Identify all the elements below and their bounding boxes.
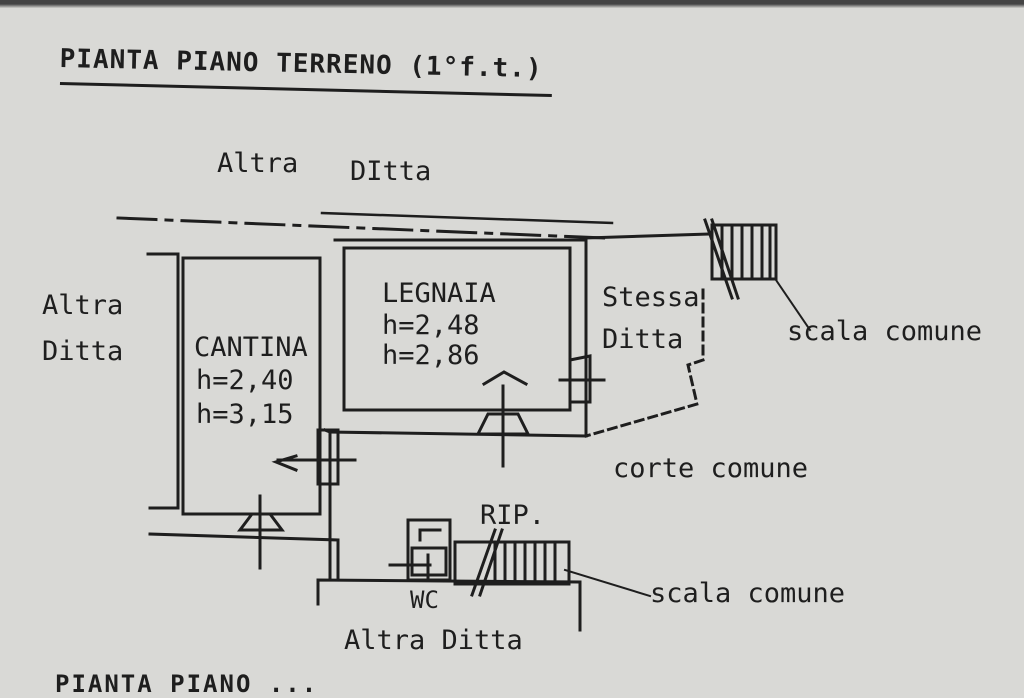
staircase-right-hatch xyxy=(703,218,740,300)
label-cantina-height-1: h=2,40 xyxy=(196,365,294,396)
label-stessa-ditta: Ditta xyxy=(602,324,684,355)
staircase-right xyxy=(710,223,778,281)
staircase-bottom xyxy=(453,540,571,586)
floor-plan-drawing xyxy=(116,211,812,632)
arrow-legnaia xyxy=(481,370,529,387)
bottom-wall xyxy=(316,578,582,632)
label-altra-ditta-bottom: Altra Ditta xyxy=(344,625,523,656)
next-heading-partial: PIANTA PIANO ... xyxy=(55,670,319,698)
label-altra-ditta-top-b: DItta xyxy=(350,156,432,187)
stessa-ditta-dashed xyxy=(584,288,705,438)
door-cantina-bottom xyxy=(237,494,285,570)
door-legnaia-right xyxy=(558,354,606,404)
legnaia-outer-wall xyxy=(328,238,588,438)
label-altra-ditta-left-2: Ditta xyxy=(42,336,124,367)
wc-door-tick xyxy=(388,553,432,582)
corridor-inner-wall xyxy=(323,428,332,582)
label-corte-comune: corte comune xyxy=(613,453,809,484)
leader-line-bottom xyxy=(563,568,652,598)
stessa-ditta-wall xyxy=(584,232,710,240)
staircase-bottom-steps xyxy=(493,542,557,584)
label-scala-comune-bottom: scala comune xyxy=(650,578,846,609)
scan-top-edge xyxy=(0,0,1024,8)
label-wc: WC xyxy=(410,586,439,614)
corridor-wall xyxy=(148,532,340,580)
label-legnaia: LEGNAIA xyxy=(382,278,496,309)
label-cantina: CANTINA xyxy=(194,332,308,363)
rip-hatch xyxy=(470,528,504,597)
door-cantina-right xyxy=(276,428,357,486)
label-altra-ditta-top-a: Altra xyxy=(217,148,299,179)
outer-wall-left xyxy=(146,252,180,510)
label-legnaia-height-2: h=2,86 xyxy=(382,340,480,371)
leader-line-right xyxy=(774,278,812,332)
property-boundary-line xyxy=(116,216,607,240)
label-scala-comune-right: scala comune xyxy=(787,316,983,347)
label-cantina-height-2: h=3,15 xyxy=(196,399,294,430)
label-legnaia-height-1: h=2,48 xyxy=(382,310,480,341)
label-altra-ditta-left-1: Altra xyxy=(42,290,124,321)
label-stessa: Stessa xyxy=(602,282,700,313)
legnaia-room xyxy=(342,246,572,412)
boundary-double-line xyxy=(320,211,614,225)
door-legnaia-bottom xyxy=(475,384,531,468)
label-rip: RIP. xyxy=(480,500,546,531)
arrow-cantina xyxy=(271,454,298,472)
